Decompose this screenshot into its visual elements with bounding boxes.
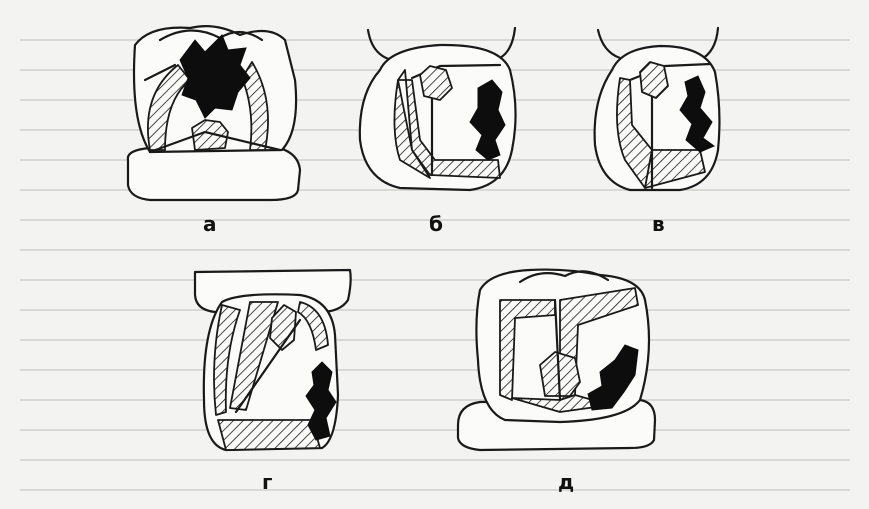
tooth-panel-v <box>595 28 720 190</box>
label-b: б <box>429 214 443 234</box>
label-a: а <box>203 214 217 234</box>
tooth-panel-g <box>195 270 351 450</box>
tooth-panel-b <box>360 28 516 190</box>
label-d: д <box>558 472 574 492</box>
label-v: в <box>652 214 665 234</box>
tooth-panel-a <box>128 26 300 200</box>
label-g: г <box>262 472 272 492</box>
tooth-panel-d <box>458 270 655 450</box>
